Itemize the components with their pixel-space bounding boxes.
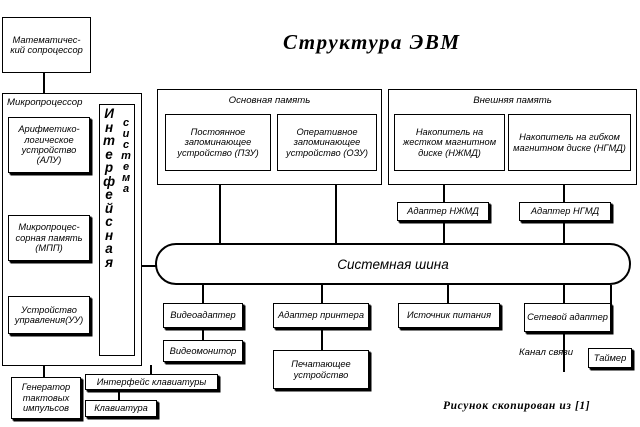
connector-bus-to-printer-adapter [321, 285, 323, 303]
box-network-adapter-label: Сетевой адаптер [527, 312, 608, 323]
source-note: Рисунок скопирован из [1] [443, 400, 591, 412]
box-system-bus[interactable]: Системная шина [155, 243, 631, 285]
box-printer-adapter-label: Адаптер принтера [277, 310, 365, 321]
box-alu-label: Арифметико- логическое устройство (АЛУ) [18, 124, 80, 166]
box-fdd-adapter-label: Адаптер НГМД [530, 206, 600, 217]
box-keyboard-interface[interactable]: Интерфейс клавиатуры [85, 374, 218, 390]
box-keyboard[interactable]: Клавиатура [85, 400, 157, 417]
box-printing-device[interactable]: Печатающее устройство [273, 350, 369, 389]
connector-printer-adapter-to-printing-device [321, 328, 323, 350]
box-timer[interactable]: Таймер [588, 348, 632, 368]
box-printing-device-label: Печатающее устройство [291, 359, 351, 380]
connector-ram-to-bus [335, 185, 337, 243]
box-microprocessor-memory[interactable]: Микропроцес- сорная память (МПП) [8, 215, 90, 261]
connector-network-adapter-to-comm-channel [563, 332, 565, 372]
box-printer-adapter[interactable]: Адаптер принтера [273, 303, 369, 328]
connector-bus-to-video-adapter [202, 285, 204, 303]
box-hdd-adapter-label: Адаптер НЖМД [407, 206, 479, 217]
connector-keyboard-interface-to-keyboard [118, 389, 120, 400]
box-fdd-adapter[interactable]: Адаптер НГМД [519, 202, 611, 221]
connector-bus-to-network-adapter [563, 285, 565, 303]
box-control-unit[interactable]: Устройство управления(УУ) [8, 296, 90, 334]
page-title: Структура ЭВМ [283, 30, 461, 54]
box-hdd-adapter[interactable]: Адаптер НЖМД [397, 202, 489, 221]
box-hdd[interactable]: Накопитель на жестком магнитном диске (Н… [394, 114, 505, 171]
box-coprocessor-label: Математичес- кий сопроцессор [10, 34, 83, 55]
connector-hdd-to-hdd-adapter [443, 185, 445, 202]
box-ram-label: Оперативное запоминающее устройство (ОЗУ… [286, 126, 368, 158]
connector-interface-to-bus [133, 265, 158, 267]
box-microprocessor-memory-label: Микропроцес- сорная память (МПП) [15, 222, 83, 254]
connector-bus-to-power-supply [447, 285, 449, 303]
connector-rom-to-bus [219, 185, 221, 243]
box-keyboard-interface-label: Интерфейс клавиатуры [96, 376, 207, 387]
group-microprocessor-label: Микропроцессор [7, 97, 83, 108]
box-video-adapter[interactable]: Видеоадаптер [163, 303, 243, 328]
connector-microprocessor-to-clock-generator [43, 365, 45, 377]
label-comm-channel: Канал связи [519, 347, 573, 359]
box-timer-label: Таймер [593, 352, 627, 363]
box-clock-generator[interactable]: Генератор тактовых импульсов [11, 377, 81, 419]
box-clock-generator-label: Генератор тактовых импульсов [21, 382, 71, 414]
box-fdd[interactable]: Накопитель на гибком магнитном диске (НГ… [508, 114, 631, 171]
box-system-bus-label: Системная шина [337, 256, 449, 272]
connector-video-adapter-to-video-monitor [202, 328, 204, 340]
box-video-monitor[interactable]: Видеомонитор [163, 340, 243, 362]
box-fdd-label: Накопитель на гибком магнитном диске (НГ… [513, 132, 626, 153]
box-hdd-label: Накопитель на жестком магнитном диске (Н… [402, 126, 497, 158]
box-power-supply-label: Источник питания [406, 310, 492, 321]
connector-coprocessor-to-microprocessor [43, 72, 45, 94]
connector-hdd-adapter-to-bus [443, 222, 445, 244]
box-power-supply[interactable]: Источник питания [398, 303, 500, 328]
connector-bus-to-timer [610, 285, 612, 329]
box-control-unit-label: Устройство управления(УУ) [14, 304, 84, 325]
connector-microprocessor-to-keyboard-interface [150, 365, 152, 375]
box-network-adapter[interactable]: Сетевой адаптер [524, 303, 611, 332]
box-rom-label: Постоянное запоминающее устройство (ПЗУ) [177, 126, 259, 158]
box-video-adapter-label: Видеоадаптер [170, 310, 236, 321]
group-main-memory-label: Основная память [228, 95, 311, 106]
connector-fdd-to-fdd-adapter [563, 185, 565, 202]
group-external-memory-label: Внешняя память [473, 95, 552, 106]
label-comm-channel-text: Канал связи [519, 347, 574, 358]
box-keyboard-label: Клавиатура [94, 403, 148, 414]
box-video-monitor-label: Видеомонитор [169, 345, 237, 356]
box-coprocessor[interactable]: Математичес- кий сопроцессор [2, 17, 91, 73]
box-rom[interactable]: Постоянное запоминающее устройство (ПЗУ) [165, 114, 271, 171]
box-ram[interactable]: Оперативное запоминающее устройство (ОЗУ… [277, 114, 377, 171]
connector-fdd-adapter-to-bus [563, 222, 565, 244]
box-alu[interactable]: Арифметико- логическое устройство (АЛУ) [8, 117, 90, 173]
